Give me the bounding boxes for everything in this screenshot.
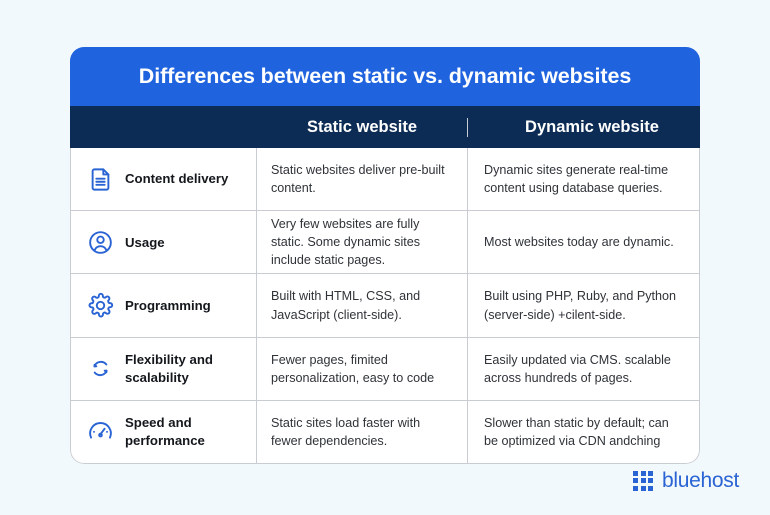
- feature-label: Programming: [125, 297, 211, 313]
- static-cell: Fewer pages, fimited personalization, ea…: [257, 337, 468, 400]
- table-row: Usage Very few websites are fully static…: [71, 211, 699, 275]
- dynamic-cell: Easily updated via CMS. scalable across …: [468, 338, 699, 400]
- bluehost-logo: bluehost: [633, 470, 739, 491]
- feature-cell: Usage: [71, 211, 257, 274]
- feature-label: Speed and performance: [125, 415, 205, 448]
- static-cell: Very few websites are fully static. Some…: [257, 211, 468, 274]
- dynamic-text: Most websites today are dynamic.: [484, 235, 674, 250]
- dynamic-cell: Slower than static by default; can be op…: [468, 401, 699, 463]
- comparison-table-card: Differences between static vs. dynamic w…: [70, 47, 700, 464]
- page-title: Differences between static vs. dynamic w…: [70, 47, 700, 106]
- table-row: Content delivery Static websites deliver…: [71, 148, 699, 212]
- table-body: Content delivery Static websites deliver…: [70, 148, 700, 464]
- refresh-sync-icon: [87, 355, 114, 382]
- table-row: Programming Built with HTML, CSS, and Ja…: [71, 274, 699, 338]
- table-column-header-row: Static website Dynamic website: [70, 106, 700, 148]
- feature-cell: Flexibility and scalability: [71, 337, 257, 400]
- static-text: Built with HTML, CSS, and JavaScript (cl…: [271, 289, 421, 322]
- column-header-dynamic: Dynamic website: [525, 117, 659, 136]
- dynamic-text: Slower than static by default; can be op…: [484, 415, 669, 448]
- feature-label: Usage: [125, 234, 165, 250]
- static-text: Fewer pages, fimited personalization, ea…: [271, 352, 435, 385]
- static-cell: Built with HTML, CSS, and JavaScript (cl…: [257, 274, 468, 337]
- feature-cell: Programming: [71, 274, 257, 337]
- speedometer-icon: [87, 418, 114, 445]
- feature-label: Flexibility and scalability: [125, 352, 213, 385]
- user-circle-icon: [87, 229, 114, 256]
- table-row: Flexibility and scalability Fewer pages,…: [71, 337, 699, 401]
- column-header-static: Static website: [257, 117, 468, 137]
- grid-squares-icon: [633, 470, 653, 491]
- gear-icon: [87, 292, 114, 319]
- table-row: Speed and performance Static sites load …: [71, 400, 699, 463]
- static-cell: Static websites deliver pre-built conten…: [257, 148, 468, 211]
- dynamic-cell: Built using PHP, Ruby, and Python (serve…: [468, 274, 699, 336]
- brand-name: bluehost: [662, 469, 739, 492]
- static-cell: Static sites load faster with fewer depe…: [257, 400, 468, 463]
- dynamic-cell: Dynamic sites generate real-time content…: [468, 148, 699, 210]
- dynamic-cell: Most websites today are dynamic.: [468, 211, 699, 273]
- feature-cell: Content delivery: [71, 148, 257, 211]
- feature-label: Content delivery: [125, 171, 229, 187]
- feature-cell: Speed and performance: [71, 400, 257, 463]
- static-text: Very few websites are fully static. Some…: [271, 217, 421, 268]
- static-text: Static sites load faster with fewer depe…: [271, 415, 421, 448]
- dynamic-text: Easily updated via CMS. scalable across …: [484, 352, 671, 385]
- dynamic-text: Built using PHP, Ruby, and Python (serve…: [484, 289, 677, 322]
- dynamic-text: Dynamic sites generate real-time content…: [484, 162, 669, 196]
- document-icon: [87, 166, 114, 193]
- static-text: Static websites deliver pre-built conten…: [271, 162, 445, 196]
